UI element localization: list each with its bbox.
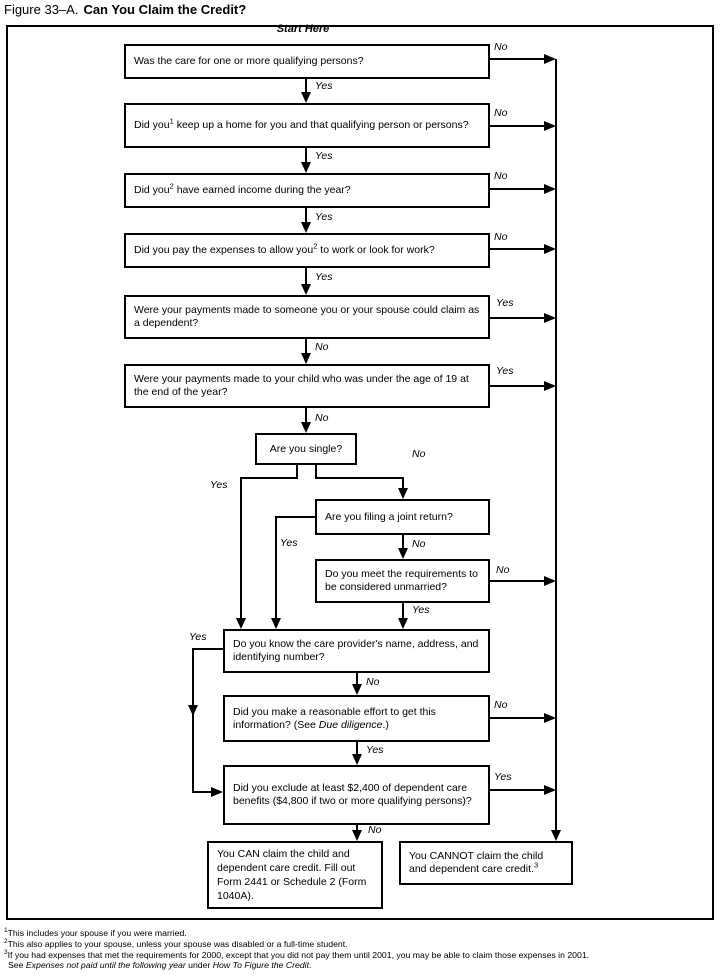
node-earned-income: Did you2 have earned income during the y… [124, 173, 490, 208]
node-qualifying-text: Was the care for one or more qualifying … [134, 55, 364, 67]
node-provider-info: Do you know the care provider's name, ad… [223, 629, 490, 673]
edge-label-effort-yes: Yes [366, 744, 384, 756]
node-keep-home: Did you1 keep up a home for you and that… [124, 103, 490, 148]
edge-label-q2-yes: Yes [315, 150, 333, 162]
figure-number: Figure 33–A. [4, 2, 79, 17]
flowchart-frame [6, 25, 714, 920]
node-unmarried: Do you meet the requirements to be consi… [315, 559, 490, 603]
node-dependent-payee-text: Were your payments made to someone you o… [134, 304, 480, 329]
edge-label-q5-yes: Yes [496, 297, 514, 309]
footnote-1: 1This includes your spouse if you were m… [4, 927, 187, 938]
edge-label-exclude-no: No [368, 824, 382, 836]
node-exclude-benefits-text: Did you exclude at least $2,400 of depen… [233, 782, 472, 807]
node-pay-expenses-text: Did you pay the expenses to allow you2 t… [134, 241, 435, 256]
node-child-under-19-text: Were your payments made to your child wh… [134, 373, 469, 398]
figure-title: Figure 33–A. Can You Claim the Credit? [4, 2, 246, 17]
node-can-claim-text: You CAN claim the child and dependent ca… [217, 848, 367, 902]
node-due-diligence: Did you make a reasonable effort to get … [223, 695, 490, 742]
node-earned-income-text: Did you2 have earned income during the y… [134, 181, 351, 196]
node-joint-return-text: Are you filing a joint return? [325, 510, 453, 523]
edge-label-q1-no: No [494, 41, 508, 53]
footnotes: 1This includes your spouse if you were m… [4, 927, 718, 971]
edge-label-q1-yes: Yes [315, 80, 333, 92]
edge-label-provider-yes: Yes [189, 631, 207, 643]
edge-label-q2-no: No [494, 107, 508, 119]
edge-label-q6-yes: Yes [496, 365, 514, 377]
node-single: Are you single? [255, 433, 357, 465]
node-dependent-payee: Were your payments made to someone you o… [124, 295, 490, 339]
edge-label-exclude-yes: Yes [494, 771, 512, 783]
node-single-text: Are you single? [269, 442, 343, 455]
node-exclude-benefits: Did you exclude at least $2,400 of depen… [223, 765, 490, 825]
node-provider-info-text: Do you know the care provider's name, ad… [233, 638, 479, 663]
footnote-ref-2: 2 [313, 241, 318, 251]
edge-label-single-no: No [412, 448, 426, 460]
edge-label-q6-no: No [315, 412, 329, 424]
edge-label-single-yes: Yes [210, 479, 228, 491]
edge-label-q5-no: No [315, 341, 329, 353]
edge-label-effort-no: No [494, 699, 508, 711]
node-can-claim: You CAN claim the child and dependent ca… [207, 841, 383, 909]
footnote-3: 3If you had expenses that met the requir… [4, 948, 590, 960]
edge-label-unmarried-yes: Yes [412, 604, 430, 616]
footnote-2: 2This also applies to your spouse, unles… [4, 937, 348, 949]
node-unmarried-text: Do you meet the requirements to be consi… [325, 568, 478, 593]
node-joint-return: Are you filing a joint return? [315, 499, 490, 535]
start-here-label: Start Here [276, 23, 330, 35]
edge-label-q4-no: No [494, 231, 508, 243]
node-cannot-claim: You CANNOT claim the child and dependent… [399, 841, 573, 885]
edge-label-q3-yes: Yes [315, 211, 333, 223]
node-pay-expenses: Did you pay the expenses to allow you2 t… [124, 233, 490, 268]
node-cannot-claim-text: You CANNOT claim the child and dependent… [409, 850, 544, 875]
node-qualifying-persons: Was the care for one or more qualifying … [124, 44, 490, 79]
edge-label-joint-no: No [412, 538, 426, 550]
node-due-diligence-text: Did you make a reasonable effort to get … [233, 705, 436, 731]
due-diligence-italic: Due diligence [318, 718, 383, 731]
edge-label-q4-yes: Yes [315, 271, 333, 283]
edge-label-joint-yes: Yes [280, 537, 298, 549]
edge-label-provider-no: No [366, 676, 380, 688]
edge-label-unmarried-no: No [496, 564, 510, 576]
node-keep-home-text: Did you1 keep up a home for you and that… [134, 116, 469, 131]
edge-label-q3-no: No [494, 170, 508, 182]
footnote-ref-3: 3 [533, 860, 539, 870]
node-child-under-19: Were your payments made to your child wh… [124, 364, 490, 408]
footnote-ref-1: 1 [169, 116, 174, 126]
figure-title-text: Can You Claim the Credit? [83, 2, 247, 17]
footnote-3-continued: See Expenses not paid until the followin… [8, 960, 312, 971]
footnote-ref-2: 2 [169, 181, 174, 191]
